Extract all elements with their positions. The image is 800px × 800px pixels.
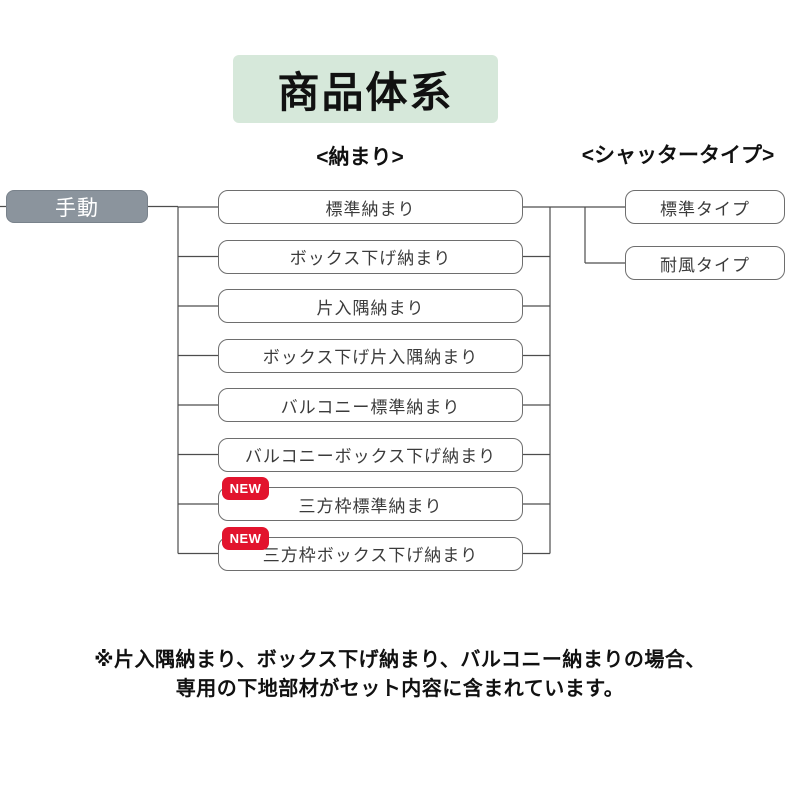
page-title: 商品体系: [233, 55, 498, 123]
root-connector-line: [0, 205, 179, 554]
osamari-box: 片入隅納まり: [218, 289, 523, 323]
osamari-box: バルコニー標準納まり: [218, 388, 523, 422]
osamari-box: ボックス下げ納まり: [218, 239, 523, 274]
new-badge: NEW: [222, 526, 269, 550]
osamari-box: バルコニーボックス下げ納まり: [218, 437, 523, 472]
footnote: ※片入隅納まり、ボックス下げ納まり、バルコニー納まりの場合、 専用の下地部材がセ…: [0, 646, 800, 704]
footnote-line-1: ※片入隅納まり、ボックス下げ納まり、バルコニー納まりの場合、: [94, 649, 706, 671]
osamari-box: ボックス下げ片入隅納まり: [218, 338, 523, 373]
root-node-manual: 手動: [6, 190, 148, 223]
footnote-line-2: 専用の下地部材がセット内容に含まれています。: [175, 678, 625, 700]
shutter-type-box: 耐風タイプ: [625, 246, 785, 280]
shutter-column-header: <シャッタータイプ>: [581, 144, 775, 167]
new-badge: NEW: [222, 477, 269, 500]
osamari-column-header: <納まり>: [316, 146, 404, 169]
osamari-box: 標準納まり: [218, 190, 523, 224]
shutter-type-box: 標準タイプ: [625, 190, 785, 224]
shutter-branch-lines: [550, 206, 625, 264]
